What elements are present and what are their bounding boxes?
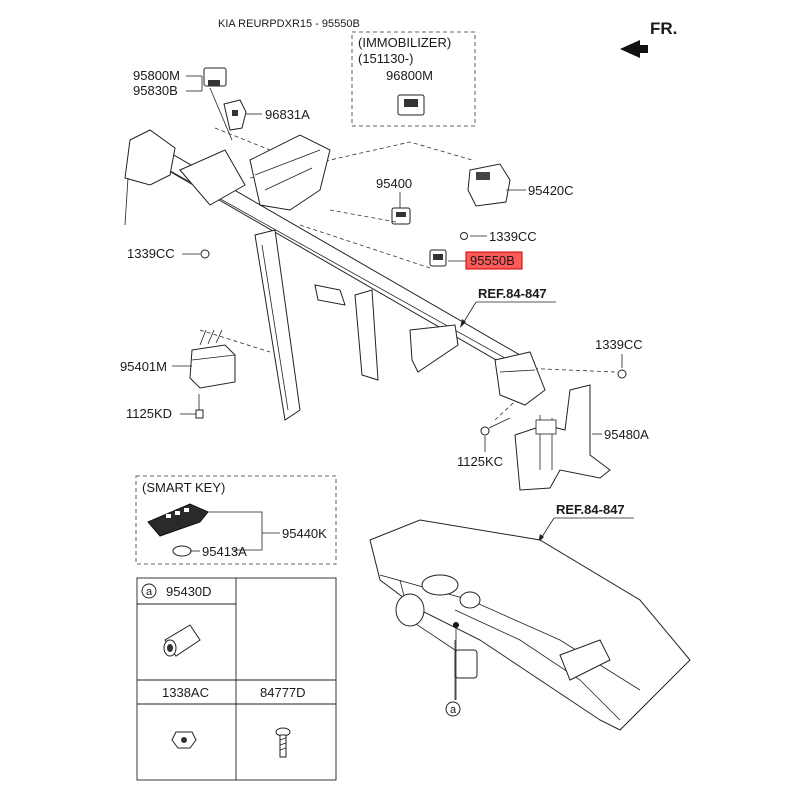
front-label: FR.: [650, 19, 677, 38]
smart-key-fob-icon: [147, 503, 209, 537]
nut-right-icon: [617, 369, 627, 379]
part-label-95480A[interactable]: 95480A: [604, 427, 649, 442]
part-label-95430D[interactable]: 95430D: [166, 584, 212, 599]
clip-nut-icon: [171, 731, 197, 749]
part-label-95401M[interactable]: 95401M: [120, 359, 167, 374]
front-arrow-icon: [620, 40, 648, 58]
nut-left-icon: [200, 249, 210, 259]
callout-a-marker: [445, 701, 461, 717]
immobilizer-group: (IMMOBILIZER) (151130-) 96800M: [351, 31, 476, 127]
part-label-1338AC[interactable]: 1338AC: [162, 685, 209, 700]
relay-module-icon: [391, 207, 411, 225]
receiver-module-icon: [203, 67, 233, 141]
dashboard-crash-pad: [369, 519, 691, 731]
highlight-box-95550B: [465, 251, 523, 270]
smart-key-unit-icon: [467, 163, 511, 207]
immobilizer-module-icon: [397, 94, 425, 116]
cowl-cross-bar: [124, 129, 546, 421]
bolt-icon: [195, 394, 204, 419]
front-direction-indicator: FR.: [620, 19, 677, 58]
part-label-95440K[interactable]: 95440K: [282, 526, 327, 541]
part-label-1339CC-right[interactable]: 1339CC: [595, 337, 643, 352]
ref-label-lower[interactable]: REF.84-847: [556, 502, 625, 517]
cigar-socket-icon: [163, 624, 201, 657]
part-label-95800M[interactable]: 95800M: [133, 68, 180, 83]
part-label-95413A[interactable]: 95413A: [202, 544, 247, 559]
part-label-95550B[interactable]: 95550B: [470, 253, 515, 268]
nut-icon: [460, 232, 468, 240]
bracket-icon: [223, 99, 247, 131]
bracket-module-icon: [514, 384, 611, 491]
part-label-1339CC-upper[interactable]: 1339CC: [489, 229, 537, 244]
callout-a-label: a: [450, 704, 457, 716]
body-control-module-icon: [189, 329, 236, 389]
immobilizer-dashed-box: [351, 31, 476, 127]
part-label-1125KC[interactable]: 1125KC: [457, 454, 503, 469]
immobilizer-title: (IMMOBILIZER): [358, 35, 451, 50]
smart-key-dashed-box: [135, 475, 337, 565]
immobilizer-range: (151130-): [358, 51, 413, 66]
part-label-95830B[interactable]: 95830B: [133, 83, 178, 98]
selected-part-icon: [429, 249, 447, 267]
smart-key-title: (SMART KEY): [142, 480, 225, 495]
ref-label-upper[interactable]: REF.84-847: [478, 286, 547, 301]
bolt-right-icon: [480, 417, 511, 436]
diagram-title: KIA REURPDXR15 - 95550B: [218, 18, 360, 30]
part-label-84777D[interactable]: 84777D: [260, 685, 306, 700]
screw-icon: [275, 727, 291, 758]
smart-key-group: (SMART KEY) 95440K 95413A: [135, 475, 337, 565]
part-label-1125KD[interactable]: 1125KD: [126, 406, 172, 421]
legend-table: a 95430D 1338AC 84777D: [136, 577, 337, 781]
battery-icon: [172, 545, 192, 557]
part-label-1339CC-left[interactable]: 1339CC: [127, 246, 175, 261]
part-label-96800M[interactable]: 96800M: [386, 68, 433, 83]
circle-a-marker: [141, 583, 157, 599]
part-label-95400[interactable]: 95400: [376, 176, 412, 191]
part-label-95420C[interactable]: 95420C: [528, 183, 574, 198]
part-label-96831A[interactable]: 96831A: [265, 107, 310, 122]
circle-a-label: a: [146, 586, 153, 598]
